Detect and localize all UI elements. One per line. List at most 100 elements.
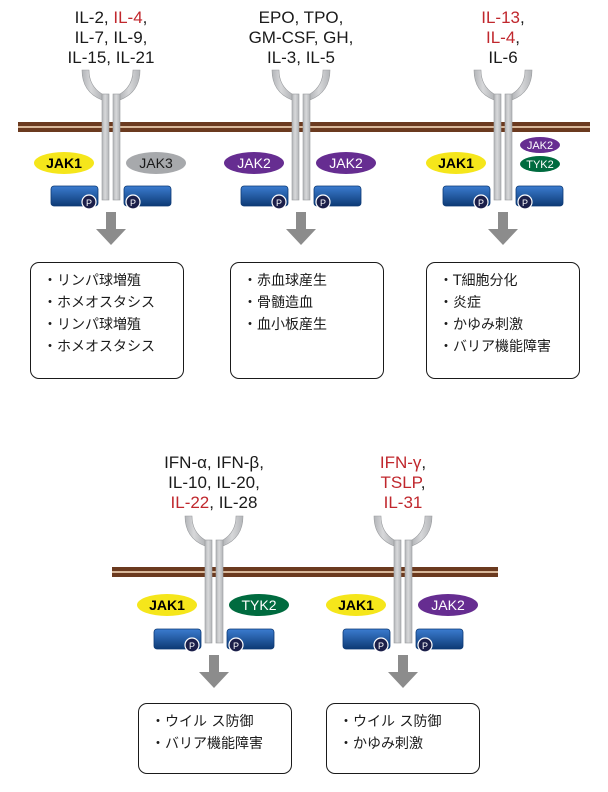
effect-item: ・かゆみ刺激 (339, 736, 423, 752)
cytokine-line: TSLP, (380, 473, 426, 493)
receptor-arm-right (309, 69, 331, 101)
cytokine-line: IL-10, IL-20, (164, 473, 264, 493)
jak-label: JAK2 (237, 155, 271, 171)
receptor-arm-right (511, 69, 533, 101)
effect-item: ・ホメオスタシス (43, 295, 155, 311)
receptor-chain-left (393, 539, 402, 644)
jak-label: JAK1 (46, 155, 82, 171)
cytokine-line: IL-3, IL-5 (249, 48, 354, 68)
signal-arrow (488, 212, 518, 245)
cytokine-text: IL-7, IL-9, (74, 28, 148, 47)
receptor-arm-right (222, 515, 244, 547)
phosphate-label: P (478, 198, 484, 208)
highlighted-cytokine: IL-13 (481, 8, 521, 27)
cytokine-line: IL-31 (380, 493, 426, 513)
highlighted-cytokine: IL-4 (113, 8, 143, 27)
phosphate-marker (473, 194, 489, 210)
cytokine-line: GM-CSF, GH, (249, 28, 354, 48)
cytokine-text: IL-15, IL-21 (67, 48, 155, 67)
cytokine-text: IL-2, (74, 8, 114, 27)
jak-oval (224, 152, 284, 174)
phosphate-label: P (86, 198, 92, 208)
phosphate-marker (417, 637, 433, 653)
phosphate-marker (271, 194, 287, 210)
phosphate-label: P (522, 198, 528, 208)
cytokine-line: IL-13, (481, 8, 524, 28)
jak-oval (126, 152, 186, 174)
receptor-chain-right (215, 539, 224, 644)
cytokine-label: IL-13,IL-4,IL-6 (481, 8, 524, 68)
highlighted-cytokine: IFN-γ (379, 453, 422, 472)
receptor-chain-right (404, 539, 413, 644)
phosphate-marker (81, 194, 97, 210)
phosphate-label: P (378, 641, 384, 651)
highlighted-cytokine: IL-31 (383, 493, 423, 512)
highlighted-cytokine: IL-4 (485, 28, 516, 47)
receptor-chain-left (291, 93, 300, 201)
signal-arrow (286, 212, 316, 245)
jak-proteins: JAK2 JAK2 (224, 152, 376, 174)
phosphate-label: P (276, 198, 282, 208)
jak-oval (316, 152, 376, 174)
phosphate-marker (315, 194, 331, 210)
cytokine-label: IFN-γ,TSLP,IL-31 (380, 453, 426, 513)
receptor-chain-left (204, 539, 213, 644)
signal-arrow (199, 655, 229, 688)
receptor (373, 515, 433, 644)
jak-oval (418, 594, 478, 616)
jak-label: TYK2 (241, 597, 276, 613)
effect-item: ・血小板産生 (243, 317, 327, 333)
effects-box: ・赤血球産生・骨髄造血・血小板産生 (230, 262, 384, 379)
effects-box: ・T細胞分化・炎症・かゆみ刺激・バリア機能障害 (426, 262, 580, 379)
cytokine-line: IL-2, IL-4, (68, 8, 155, 28)
cytokine-line: IL-6 (481, 48, 524, 68)
cytokine-line: IFN-γ, (380, 453, 426, 473)
jak-label: JAK1 (149, 597, 185, 613)
signal-arrow (96, 212, 126, 245)
effect-item: ・ウイル ス防御 (151, 714, 254, 730)
receptor-chain-right (302, 93, 311, 201)
phosphate-label: P (233, 641, 239, 651)
receptor (473, 69, 533, 201)
jak-oval (229, 594, 289, 616)
cytokine-label: IL-2, IL-4,IL-7, IL-9,IL-15, IL-21 (68, 8, 155, 68)
receptor-arm-left (271, 69, 293, 101)
jak-oval (34, 152, 94, 174)
receptor-chain-right (112, 93, 121, 201)
cytokine-text: IFN-α, IFN-β, (164, 453, 264, 472)
jak-label: JAK2 (329, 155, 363, 171)
phosphate-marker (373, 637, 389, 653)
receptor-chain-left (493, 93, 502, 201)
effect-item: ・炎症 (439, 295, 481, 311)
jak-label: JAK2 (527, 140, 553, 152)
cytokine-text: EPO, TPO, (258, 8, 344, 27)
cytokine-line: EPO, TPO, (249, 8, 354, 28)
jak-label: JAK3 (139, 155, 173, 171)
cell-membrane (112, 567, 498, 577)
cytokine-text: , (520, 8, 525, 27)
cytokine-text: , (515, 28, 521, 47)
phosphate-marker (228, 637, 244, 653)
effects-box: ・ウイル ス防御・バリア機能障害 (138, 703, 292, 774)
effect-item: ・かゆみ刺激 (439, 317, 523, 333)
effect-item: ・骨髄造血 (243, 295, 313, 311)
receptor-chain-right (504, 93, 513, 201)
cytokine-text: GM-CSF, GH, (248, 28, 354, 47)
cytokine-text: IL-6 (488, 48, 518, 67)
receptor-arm-right (119, 69, 141, 101)
cytokine-line: IL-4, (481, 28, 524, 48)
effects-box: ・ウイル ス防御・かゆみ刺激 (326, 703, 480, 774)
cytokine-text: , (420, 473, 426, 492)
jak-oval (326, 594, 386, 616)
phosphate-marker (125, 194, 141, 210)
phosphate-label: P (130, 198, 136, 208)
